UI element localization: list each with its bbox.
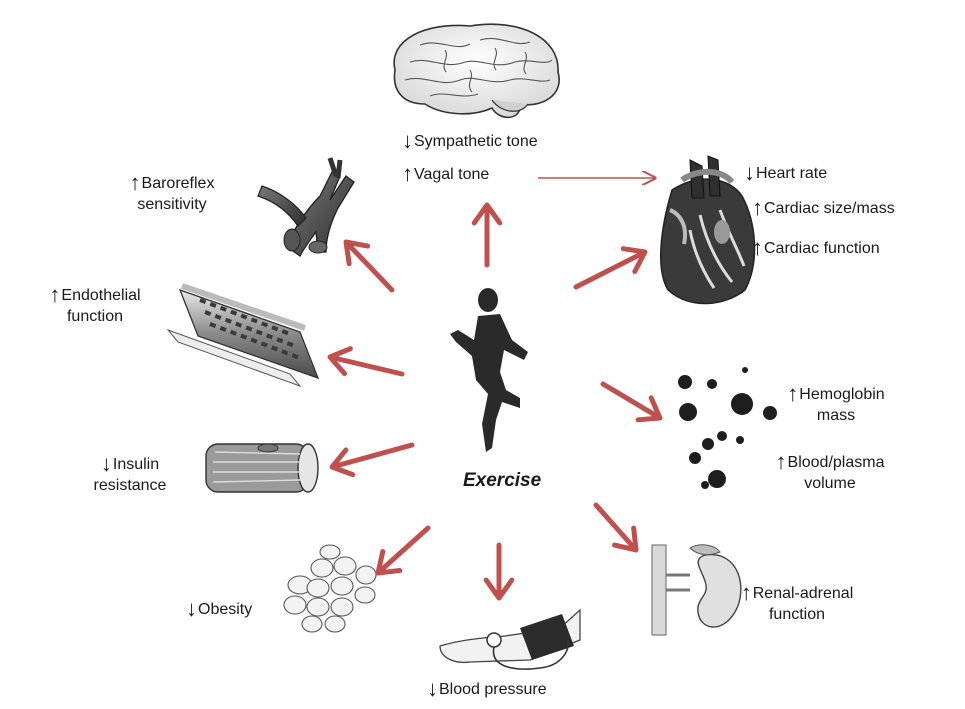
effect-text: Cardiac function [764, 240, 880, 257]
down-arrow-icon: ↓ [186, 596, 197, 621]
up-arrow-icon: ↑ [752, 235, 763, 260]
up-arrow-icon: ↑ [787, 381, 799, 406]
down-arrow-icon: ↓ [402, 128, 413, 153]
heart-icon [660, 155, 756, 305]
effect-text: Vagal tone [414, 166, 490, 183]
down-arrow-icon: ↓ [427, 676, 438, 701]
brain-icon [393, 23, 560, 119]
arrow-to-muscle [329, 442, 415, 478]
effect-text: resistance [93, 477, 167, 494]
effect-text: Cardiac size/mass [764, 200, 895, 217]
arrow-to-bp [483, 542, 515, 601]
effect-label-blood-plasma: ↑Blood/plasma volume [765, 451, 895, 494]
effect-text: Hemoglobin [799, 386, 885, 403]
effect-label-obesity: ↓Obesity [186, 598, 252, 620]
blood-cells-icon [678, 367, 777, 489]
effect-label-heart-rate: ↓Heart rate [744, 162, 827, 184]
arrow-to-blood [600, 381, 663, 423]
down-arrow-icon: ↓ [744, 160, 755, 185]
down-arrow-icon: ↓ [100, 451, 112, 476]
arrow-to-kidney [593, 502, 639, 553]
up-arrow-icon: ↑ [775, 449, 787, 474]
up-arrow-icon: ↑ [49, 282, 61, 307]
arrow-to-vessel [327, 346, 405, 377]
arrow-to-brain [471, 202, 503, 268]
effect-label-cardiac-function: ↑Cardiac function [752, 237, 880, 259]
effect-text: Endothelial [61, 287, 141, 304]
effect-text: function [66, 308, 124, 325]
effect-label-vagal: ↑Vagal tone [402, 163, 489, 185]
kidney-icon [651, 544, 742, 636]
effect-label-cardiac-size: ↑Cardiac size/mass [752, 197, 895, 219]
effect-label-baroreflex: ↑Baroreflex sensitivity [118, 172, 226, 215]
effect-text: sensitivity [137, 196, 207, 213]
arrow-group [327, 178, 663, 601]
effect-text: Insulin [112, 456, 160, 473]
up-arrow-icon: ↑ [402, 161, 413, 186]
blood-vessel-icon [166, 283, 320, 388]
effect-label-endothelial: ↑Endothelial function [40, 284, 150, 327]
effect-label-insulin: ↓Insulin resistance [82, 453, 178, 496]
effect-text: Baroreflex [141, 175, 215, 192]
fat-cells-icon [283, 544, 377, 633]
arrow-to-fat [375, 525, 431, 576]
effect-text: function [768, 606, 826, 623]
aorta-icon [257, 157, 355, 257]
effect-label-blood-pressure: ↓Blood pressure [427, 678, 547, 700]
up-arrow-icon: ↑ [740, 580, 752, 605]
effect-text: Blood pressure [439, 681, 547, 698]
effect-label-hemoglobin: ↑Hemoglobin mass [780, 383, 892, 426]
effect-text: Heart rate [756, 165, 828, 182]
runner-silhouette-icon [450, 288, 528, 452]
exercise-title: Exercise [463, 470, 542, 491]
up-arrow-icon: ↑ [129, 170, 141, 195]
effect-text: Obesity [198, 601, 253, 618]
effect-text: Sympathetic tone [414, 133, 538, 150]
up-arrow-icon: ↑ [752, 195, 763, 220]
effect-text: volume [804, 475, 856, 492]
effect-label-sympathetic: ↓Sympathetic tone [402, 130, 538, 152]
muscle-fiber-icon [205, 443, 319, 493]
effect-text: Renal-adrenal [752, 585, 854, 602]
blood-pressure-cuff-icon [439, 608, 581, 670]
arrow-to-heart [573, 246, 648, 290]
effect-text: mass [816, 407, 856, 424]
arrow-to-aorta [343, 239, 395, 293]
effect-label-renal-adrenal: ↑Renal-adrenal function [732, 582, 862, 625]
effect-text: Blood/plasma [787, 454, 885, 471]
